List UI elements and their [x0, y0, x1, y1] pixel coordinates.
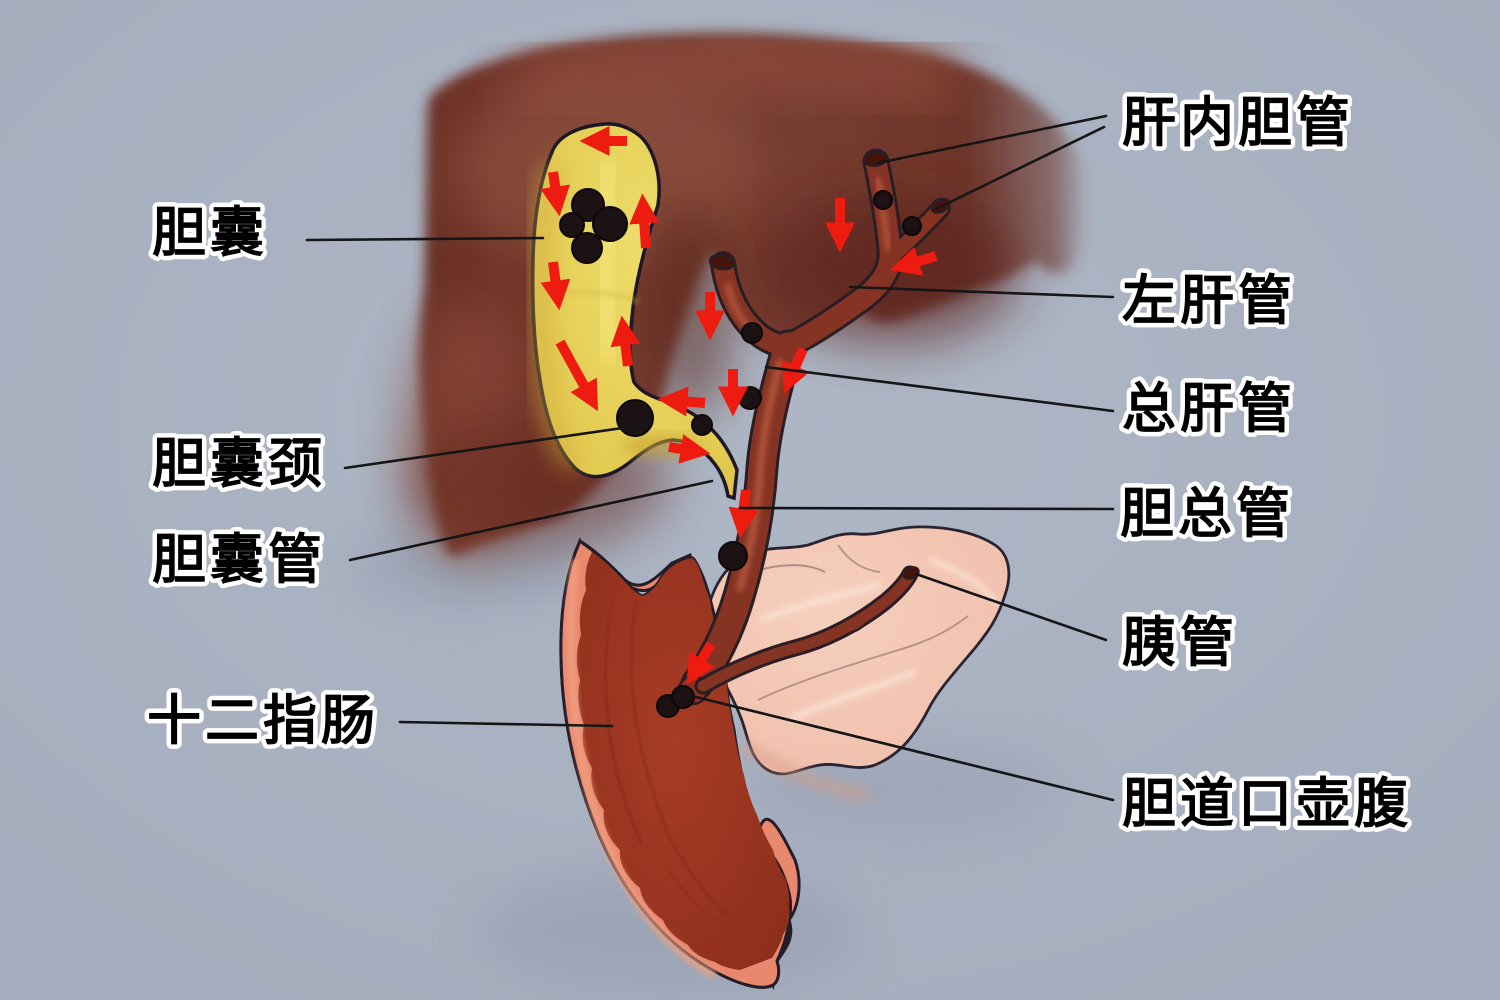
- ampulla-stone: [671, 685, 695, 709]
- gallbladder-stones: [559, 188, 713, 437]
- label-gallbladder: 胆囊: [152, 203, 268, 263]
- leader-common-bile-duct: [738, 506, 1115, 511]
- leader-pancreatic-duct: [914, 572, 1108, 642]
- label-duodenum: 十二指肠: [147, 691, 379, 751]
- leader-duodenum: [398, 720, 614, 728]
- leader-ampulla: [694, 695, 1115, 802]
- pancreas-shape: [704, 525, 1011, 800]
- label-intrahepatic-bile-ducts: 肝内胆管: [1122, 93, 1354, 153]
- cystic-duct-stone: [691, 414, 713, 436]
- leader-left-hepatic-duct: [848, 285, 1115, 299]
- duodenum-shape: [559, 537, 801, 991]
- label-ampulla: 胆道口壶腹: [1122, 774, 1412, 834]
- label-cystic-duct: 胆囊管: [152, 530, 326, 590]
- leader-cystic-duct: [348, 479, 714, 562]
- duct-open-end: [902, 566, 920, 580]
- leader-lines: [305, 114, 1115, 802]
- label-pancreatic-duct: 胰管: [1122, 613, 1238, 673]
- duct-open-end: [708, 253, 736, 271]
- label-left-hepatic-duct: 左肝管: [1122, 271, 1296, 331]
- leader-gallbladder-neck: [343, 422, 652, 470]
- bile-flow-arrows: [540, 126, 938, 686]
- labels: 胆囊 胆囊颈 胆囊管 十二指肠 肝内胆管 左肝管 总肝管 胆总管 胰管 胆道口壶…: [143, 89, 1413, 839]
- pancreatic-duct-shape: [694, 565, 920, 695]
- label-common-hepatic-duct: 总肝管: [1122, 379, 1296, 439]
- leader-gallbladder: [305, 236, 545, 242]
- label-common-bile-duct: 胆总管: [1120, 484, 1294, 544]
- leader-intrahepatic-1: [876, 114, 1108, 165]
- leader-intrahepatic-2: [934, 125, 1106, 211]
- leader-common-hepatic-duct: [764, 365, 1115, 413]
- neck-stone: [616, 399, 654, 437]
- label-gallbladder-neck: 胆囊颈: [152, 434, 326, 494]
